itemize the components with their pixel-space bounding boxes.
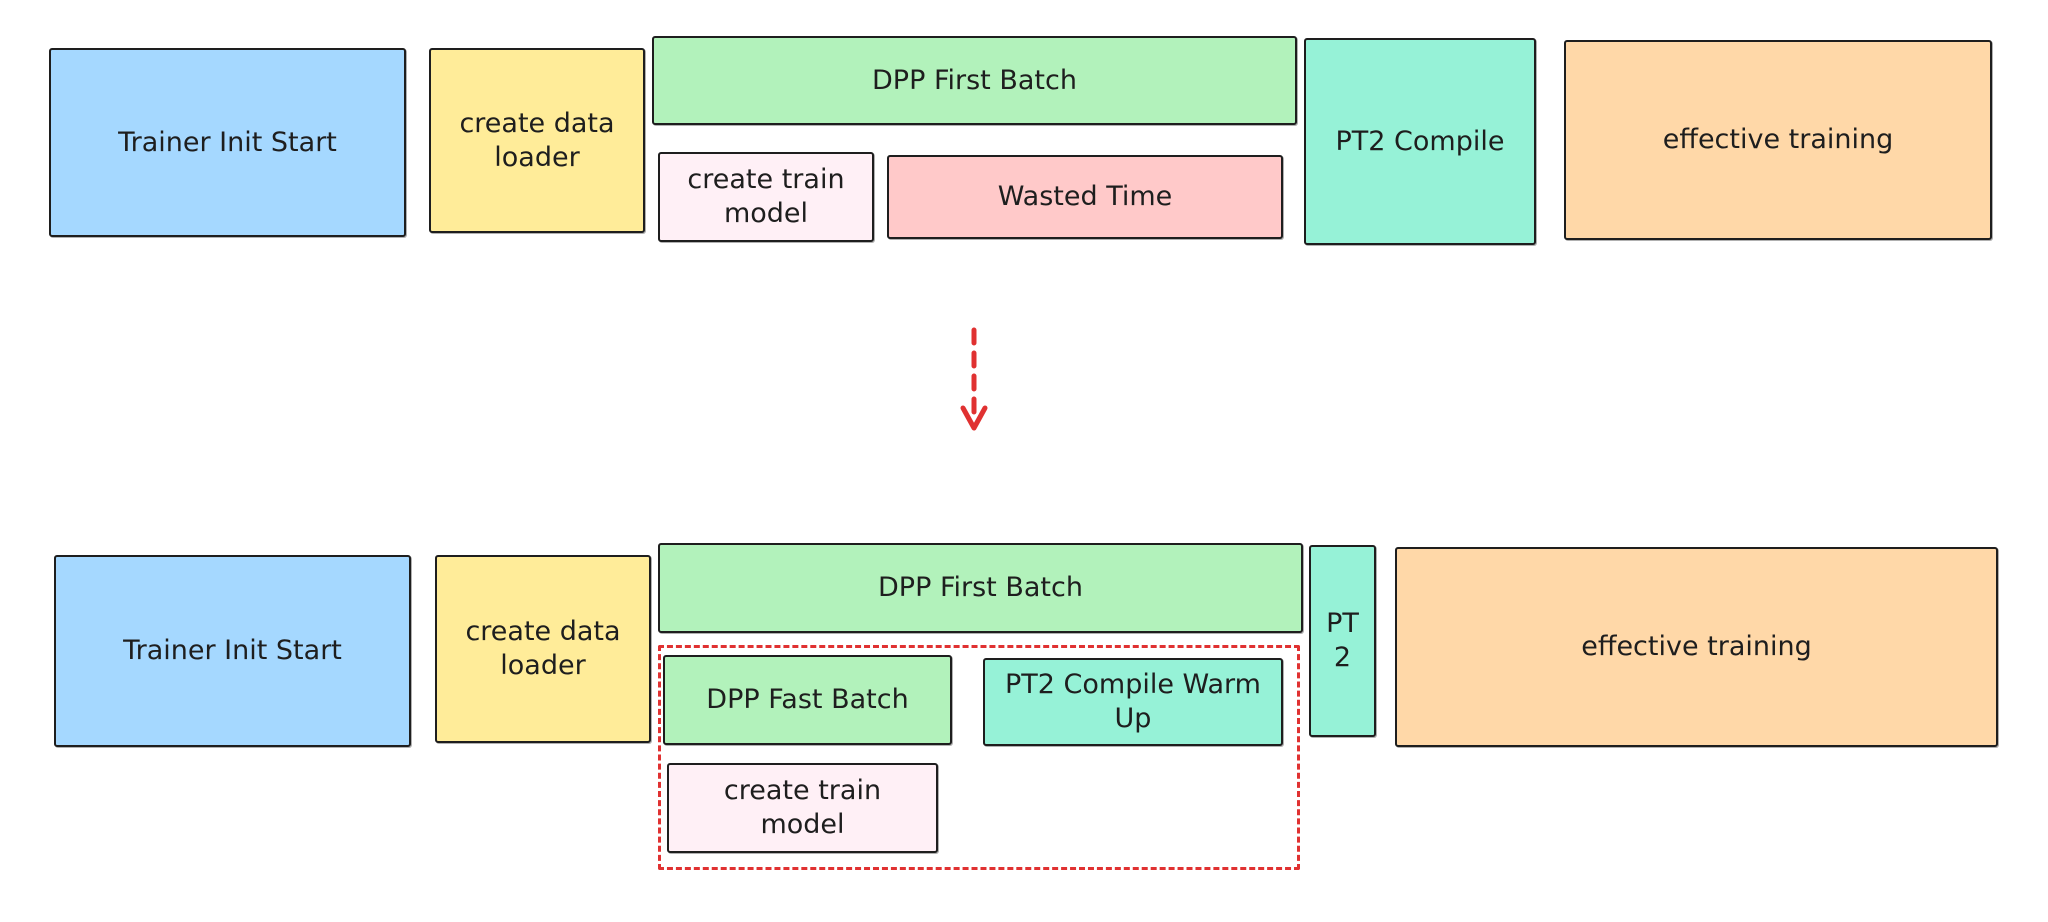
after-dpp-fast-batch-box: DPP Fast Batch — [663, 655, 952, 745]
after-create-train-model-label: create train model — [723, 775, 882, 840]
before-dpp-first-batch-label: DPP First Batch — [872, 64, 1077, 96]
before-wasted-time-label: Wasted Time — [997, 181, 1173, 212]
after-create-data-loader-box: create data loader — [435, 555, 651, 743]
transition-arrow-icon — [960, 327, 988, 431]
before-create-data-loader-box: create data loader — [429, 48, 645, 233]
after-create-train-model-box: create train model — [667, 763, 938, 853]
after-pt2-label: PT 2 — [1326, 608, 1359, 673]
before-create-train-model-box: create train model — [658, 152, 874, 242]
after-trainer-init-label: Trainer Init Start — [123, 635, 342, 666]
after-create-data-loader-label: create data loader — [465, 616, 621, 681]
before-create-data-loader-label: create data loader — [459, 107, 615, 173]
after-pt2-box: PT 2 — [1309, 545, 1376, 737]
before-effective-training-box: effective training — [1564, 40, 1992, 240]
parallel-work-region — [658, 645, 1300, 870]
after-effective-training-box: effective training — [1395, 547, 1998, 747]
after-dpp-first-batch-label: DPP First Batch — [878, 572, 1083, 603]
before-dpp-first-batch-box: DPP First Batch — [652, 36, 1297, 125]
before-pt2-compile-label: PT2 Compile — [1335, 125, 1505, 157]
before-wasted-time-box: Wasted Time — [887, 155, 1283, 239]
after-trainer-init-box: Trainer Init Start — [54, 555, 411, 747]
after-dpp-fast-batch-label: DPP Fast Batch — [706, 684, 909, 715]
before-trainer-init-box: Trainer Init Start — [49, 48, 406, 237]
before-pt2-compile-box: PT2 Compile — [1304, 38, 1536, 245]
before-create-train-model-label: create train model — [687, 164, 845, 229]
before-effective-training-label: effective training — [1662, 124, 1894, 155]
after-pt2-compile-warm-up-box: PT2 Compile Warm Up — [983, 658, 1283, 746]
before-trainer-init-label: Trainer Init Start — [118, 126, 337, 158]
after-dpp-first-batch-box: DPP First Batch — [658, 543, 1303, 633]
after-effective-training-label: effective training — [1581, 631, 1812, 662]
after-pt2-compile-warm-up-label: PT2 Compile Warm Up — [1005, 669, 1261, 734]
